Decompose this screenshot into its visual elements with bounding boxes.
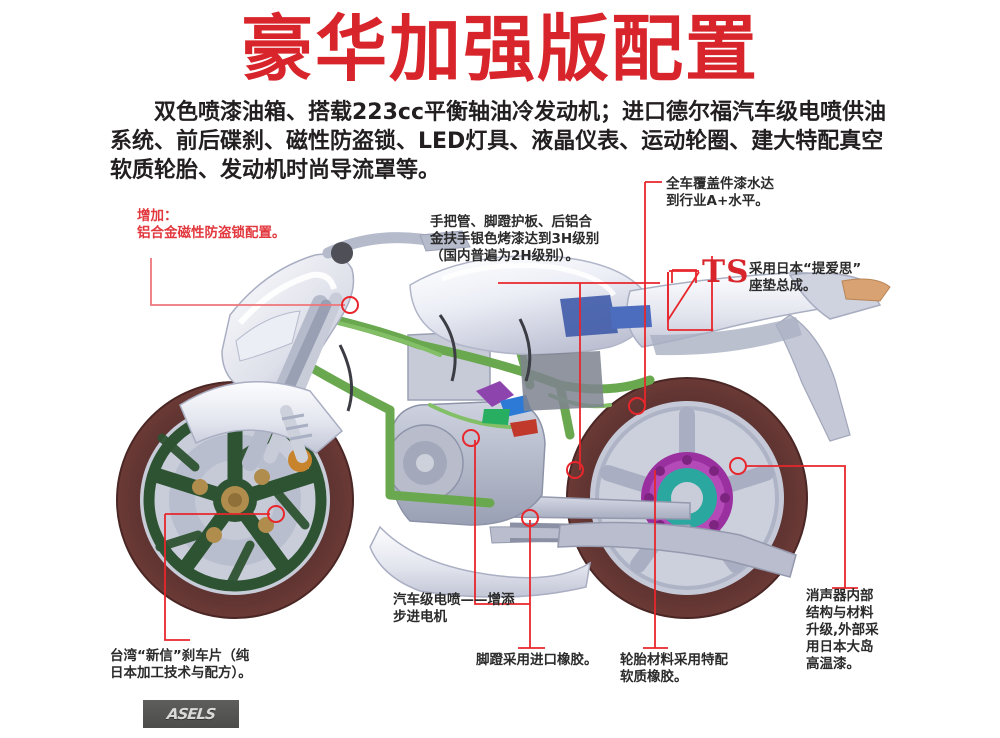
callout-anti-theft-lock: 增加： 铝合金磁性防盗锁配置。 bbox=[137, 208, 286, 241]
ts-logo: TS bbox=[702, 254, 750, 290]
callout-handlebar-paint-grade: 手把管、脚蹬护板、后铝合 金扶手银色烤漆达到3H级别 （国内普遍为2H级别）。 bbox=[430, 214, 600, 264]
callout-efi-stepper-motor: 汽车级电喷——增添 步进电机 bbox=[393, 592, 515, 625]
callout-ts-seat-assembly: 采用日本“提爱思” 座垫总成。 bbox=[749, 261, 862, 294]
intro-paragraph: 双色喷漆油箱、搭载223cc平衡轴油冷发动机；进口德尔福汽车级电喷供油系统、前后… bbox=[110, 100, 887, 183]
page-title: 豪华加强版配置 bbox=[240, 7, 759, 91]
callout-muffler-upgrade: 消声器内部 结构与材料 升级,外部采 用日本大岛 高温漆。 bbox=[806, 588, 879, 672]
callout-footpeg-rubber: 脚蹬采用进口橡胶。 bbox=[476, 652, 598, 668]
callout-taiwan-brake-pads: 台湾“新信”刹车片（纯 日本加工技术与配方）。 bbox=[110, 648, 252, 681]
brand-badge: ASELS bbox=[143, 700, 239, 728]
brand-badge-text: ASELS bbox=[166, 705, 216, 723]
callout-tire-rubber: 轮胎材料采用特配 软质橡胶。 bbox=[620, 652, 728, 685]
callout-body-paint-level: 全车覆盖件漆水达 到行业A+水平。 bbox=[666, 176, 774, 209]
